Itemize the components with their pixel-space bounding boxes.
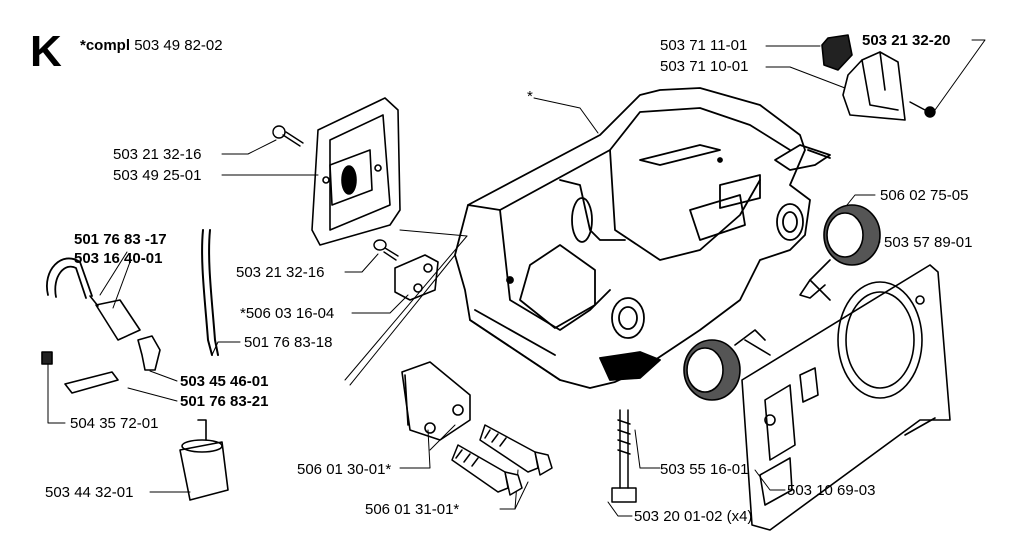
part-label: 503 44 32-01 xyxy=(45,484,134,501)
av-bracket xyxy=(821,34,906,121)
part-label: 506 02 75-05 xyxy=(880,187,969,204)
bolt-vertical xyxy=(611,409,637,503)
grommet xyxy=(41,351,53,365)
part-label: 503 21 32-16 xyxy=(236,264,325,281)
cover-plate xyxy=(741,264,951,531)
long-fuel-hose xyxy=(201,229,219,356)
compl-number: 503 49 82-02 xyxy=(134,37,223,54)
part-label: 501 76 83 -17 xyxy=(74,231,167,248)
section-letter: K xyxy=(30,27,62,76)
part-label: 503 45 46-01 xyxy=(180,373,269,390)
part-label: 506 01 31-01* xyxy=(365,501,460,518)
elbow-fitting xyxy=(137,335,161,371)
part-label: 503 57 89-01 xyxy=(884,234,973,251)
part-label: 501 76 83-21 xyxy=(180,393,269,410)
part-label: * xyxy=(527,88,533,105)
part-label: *506 03 16-04 xyxy=(240,305,335,322)
chain-tensioner xyxy=(394,254,439,301)
screw-top-left xyxy=(272,125,304,147)
part-label: 506 01 30-01* xyxy=(297,461,392,478)
screw-middle xyxy=(373,239,399,261)
bolt-long-lower xyxy=(451,444,523,496)
crankcase-body xyxy=(454,87,831,389)
fuel-hose xyxy=(46,257,93,299)
part-label: 503 71 11-01 xyxy=(660,37,748,54)
part-label: 503 21 32-16 xyxy=(113,146,202,163)
part-label: 504 35 72-01 xyxy=(70,415,159,432)
av-buffer-upper xyxy=(799,204,881,301)
hose-short xyxy=(64,371,119,394)
bracket-plate xyxy=(401,361,471,441)
av-buffer-lower xyxy=(683,329,771,401)
part-label: 503 49 25-01 xyxy=(113,167,202,184)
part-label: 501 76 83-18 xyxy=(244,334,333,351)
fuel-filter-inline xyxy=(89,295,141,341)
leader-lines xyxy=(47,39,986,517)
part-label: 503 20 01-02 (x4) xyxy=(634,508,753,525)
fuel-filter xyxy=(179,419,229,501)
part-label: 503 71 10-01 xyxy=(660,58,749,75)
screw-top-right xyxy=(909,101,936,118)
guide-plate xyxy=(311,97,401,246)
compl-keyword: *compl xyxy=(80,37,131,54)
part-label: 503 21 32-20 xyxy=(862,32,951,49)
part-label: 503 10 69-03 xyxy=(787,482,876,499)
part-label: 503 55 16-01 xyxy=(660,461,749,478)
part-label: 503 16 40-01 xyxy=(74,250,163,267)
complete-assembly-label: *compl 503 49 82-02 xyxy=(80,37,223,54)
bolt-long-upper xyxy=(479,424,553,476)
